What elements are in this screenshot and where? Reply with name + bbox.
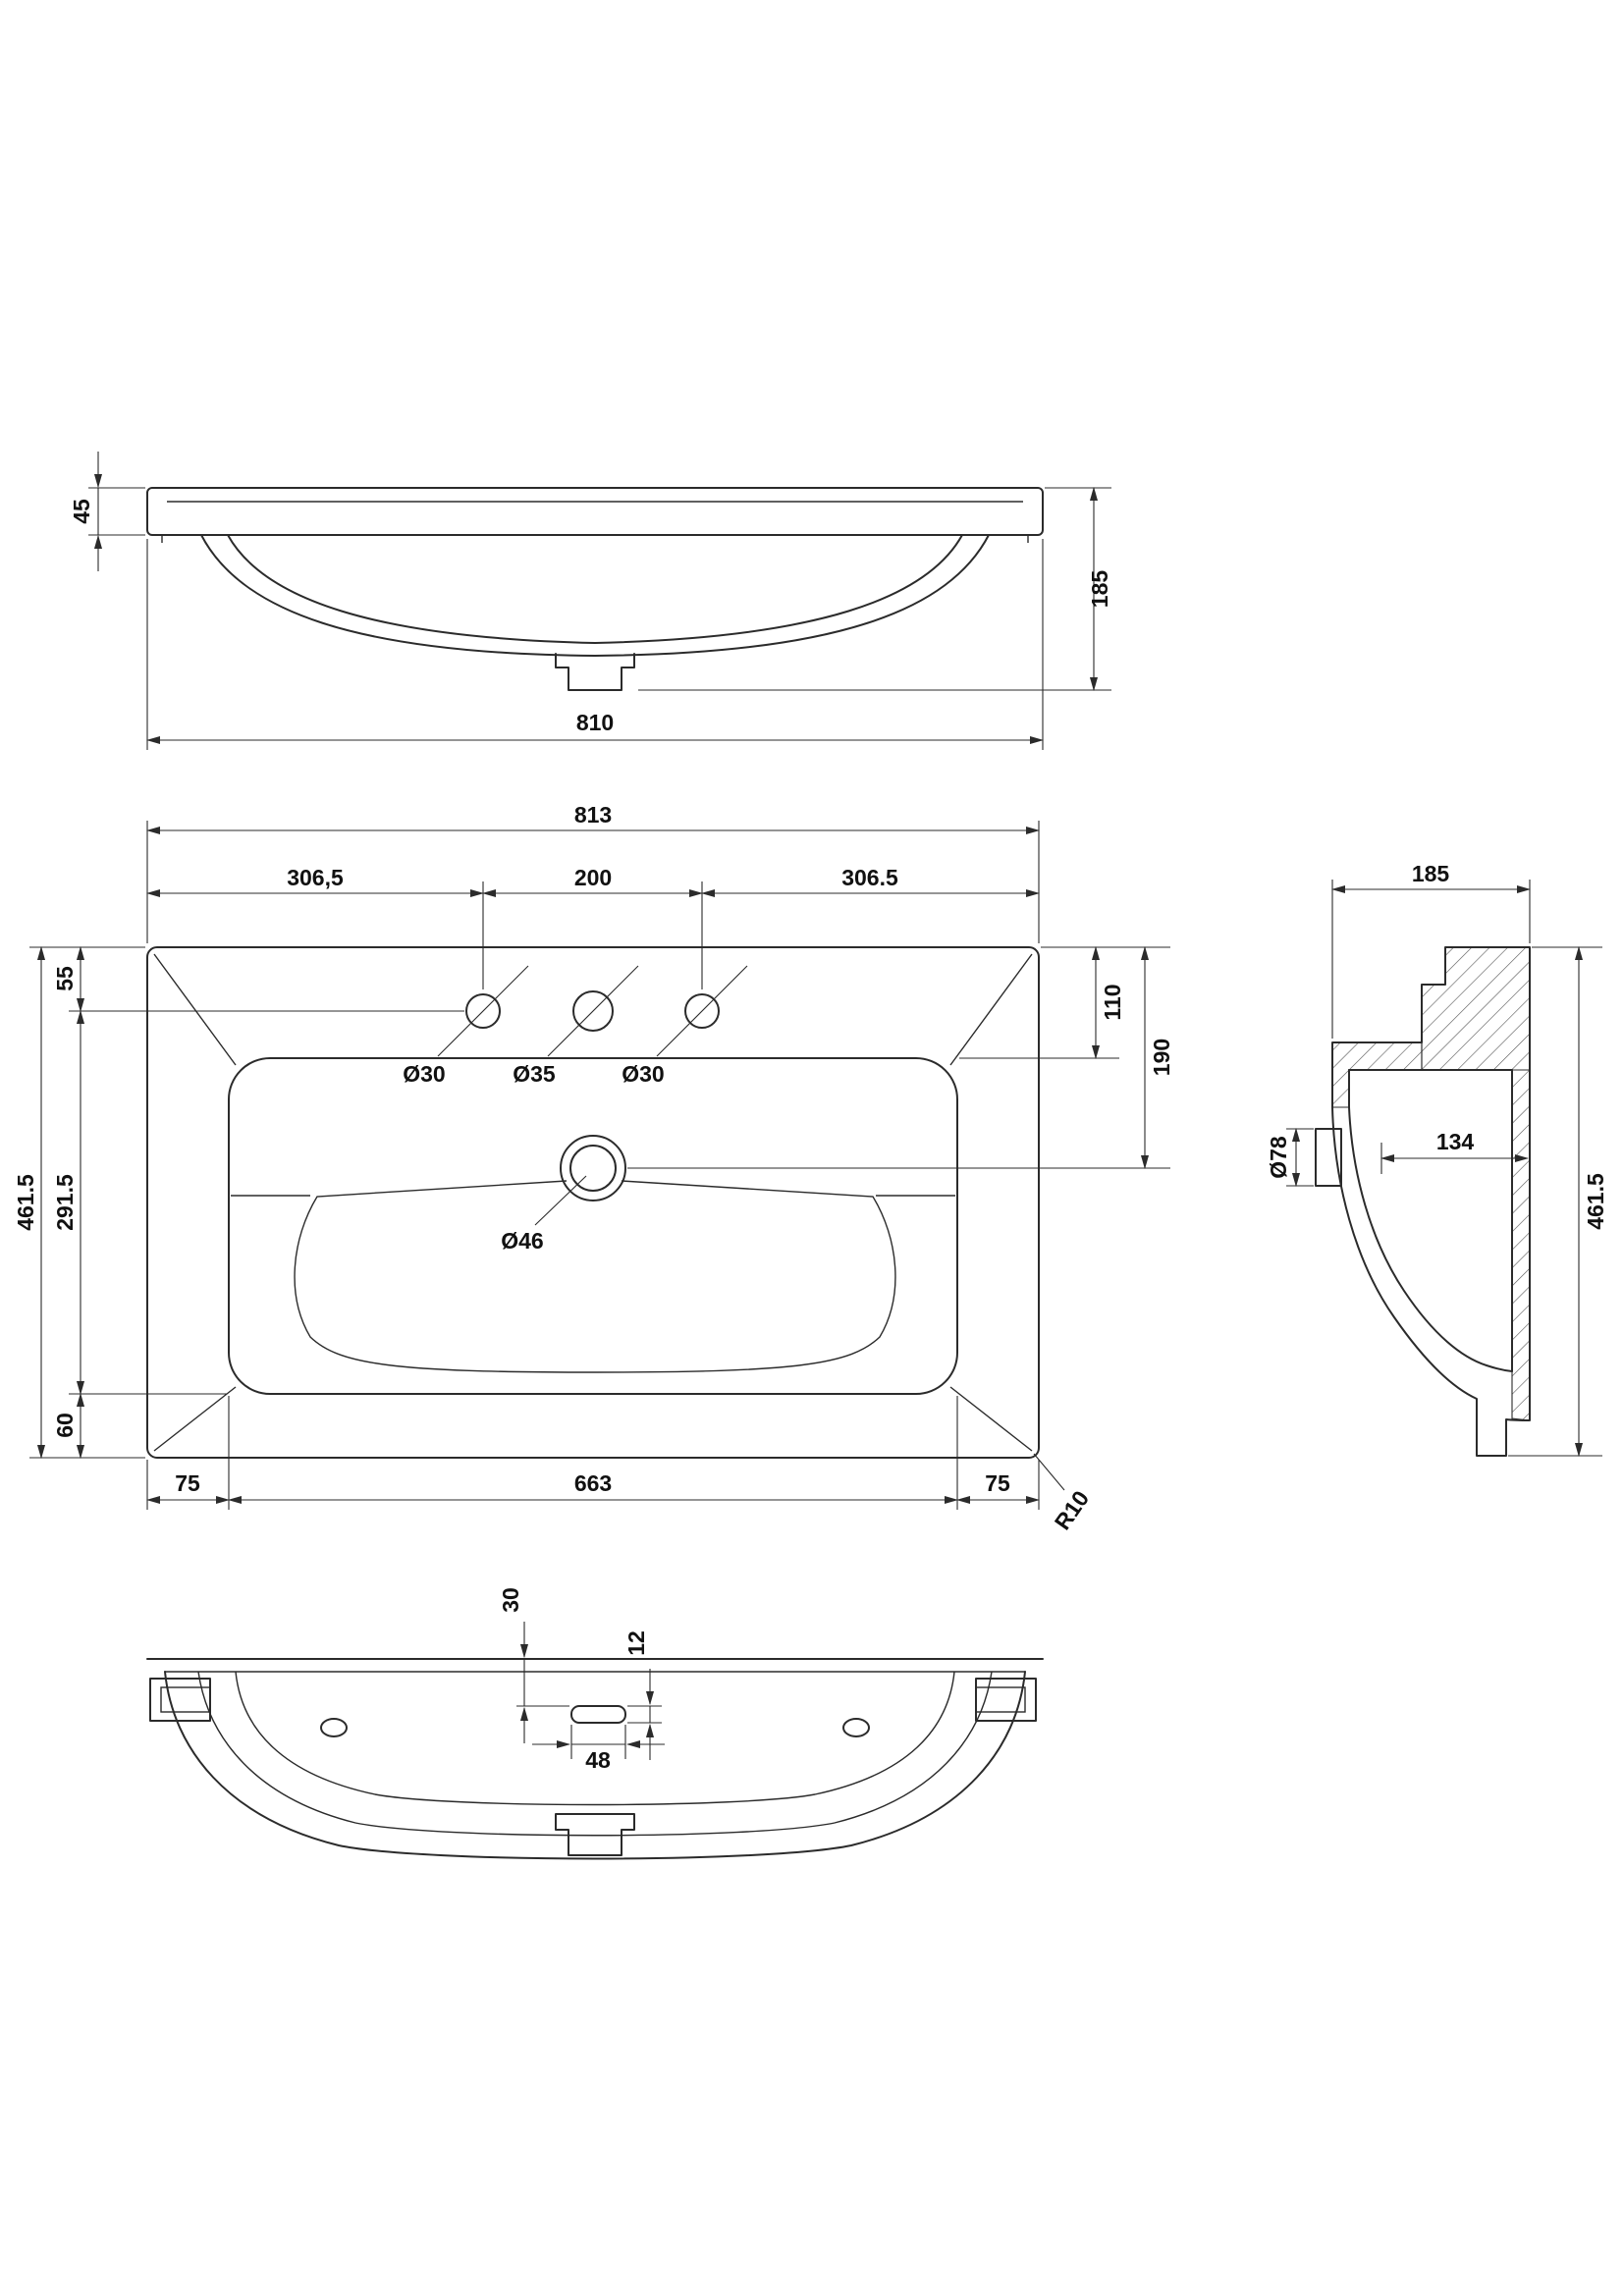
front-elevation-view: 45 185 810	[69, 452, 1112, 750]
dim-side-overall-height: 461.5	[1583, 1173, 1608, 1230]
dim-bottom-slot-width: 48	[585, 1747, 611, 1773]
dim-plan-overall-width: 813	[574, 802, 612, 828]
side-drain-stub	[1315, 1128, 1342, 1187]
front-rim-outline	[146, 487, 1044, 536]
front-bowl-inner-curve	[227, 534, 963, 644]
bottom-view: 30 12 48	[146, 1587, 1044, 1860]
dim-bottom-slot-height: 12	[623, 1630, 649, 1656]
plan-drain-inner	[569, 1145, 617, 1192]
dim-bottom-slot-offset: 30	[498, 1587, 523, 1613]
bottom-drain-trap	[555, 1813, 635, 1856]
bottom-mount-tab-left-inner	[160, 1686, 211, 1713]
bottom-overflow-slot	[570, 1705, 626, 1724]
dim-side-overall-depth: 185	[1412, 861, 1450, 886]
label-drain-hole: Ø46	[501, 1228, 543, 1254]
plan-corner-slope	[153, 953, 237, 1066]
dim-side-drain-diameter: Ø78	[1266, 1136, 1291, 1179]
plan-drain-outer	[560, 1135, 626, 1201]
label-tap-hole-left: Ø30	[403, 1061, 445, 1087]
side-hatch-back-wall	[1511, 1069, 1531, 1421]
side-hatch-back-block	[1421, 946, 1531, 1071]
label-tap-hole-right: Ø30	[622, 1061, 664, 1087]
bottom-fixing-hole-right	[842, 1718, 870, 1737]
front-bowl-outer-curve	[200, 534, 990, 657]
bottom-fixing-hole-left	[320, 1718, 348, 1737]
leader-line	[656, 965, 748, 1057]
dim-plan-tap-right-span: 306.5	[841, 865, 898, 890]
plan-corner-slope	[949, 953, 1033, 1066]
bottom-inner-shell	[197, 1671, 993, 1837]
leader-line	[534, 1175, 587, 1226]
leader-line	[547, 965, 639, 1057]
side-section-view: 185 Ø78 134 461.5	[1266, 861, 1608, 1458]
side-bowl-inner-profile	[1348, 1069, 1513, 1372]
dim-front-overall-height: 185	[1087, 570, 1112, 609]
dim-plan-edge-to-taps: 55	[52, 966, 78, 991]
dim-plan-tap-left-span: 306,5	[287, 865, 344, 890]
dim-plan-edge-to-bowl-top: 110	[1100, 984, 1125, 1020]
dim-front-overall-width: 810	[576, 710, 614, 735]
dim-plan-bowl-width: 663	[574, 1470, 612, 1496]
plan-bowl-opening	[228, 1057, 958, 1395]
dim-plan-right-margin: 75	[985, 1470, 1010, 1496]
dim-plan-bowl-to-edge: 60	[52, 1413, 78, 1438]
side-hatch-front-rim	[1331, 1041, 1423, 1108]
plan-tap-hole-left	[465, 993, 501, 1029]
dim-plan-edge-to-drain: 190	[1149, 1039, 1174, 1076]
bottom-bowl-outline	[235, 1671, 955, 1806]
plan-corner-slope	[949, 1386, 1033, 1452]
leader-line	[1033, 1453, 1065, 1491]
label-tap-hole-center: Ø35	[513, 1061, 556, 1087]
dim-plan-left-margin: 75	[175, 1470, 200, 1496]
plan-tap-hole-right	[684, 993, 720, 1029]
front-drain-trap	[555, 653, 635, 691]
dim-side-bowl-inner-depth: 134	[1436, 1129, 1475, 1154]
dim-plan-tap-center-span: 200	[574, 865, 612, 890]
plan-view: Ø30 Ø35 Ø30 Ø46 813 306,5 200 306.5 55 2…	[13, 802, 1174, 1534]
plan-outer-outline	[146, 946, 1040, 1459]
dim-plan-taps-to-bowl: 291.5	[52, 1174, 78, 1231]
plan-corner-slope	[153, 1386, 237, 1452]
dim-plan-overall-depth: 461.5	[13, 1174, 38, 1231]
plan-tap-hole-center	[572, 990, 614, 1032]
leader-line	[437, 965, 529, 1057]
plan-bowl-floor-outline	[294, 1180, 896, 1373]
bottom-mount-tab-right-inner	[975, 1686, 1026, 1713]
dim-front-rim-height: 45	[69, 499, 94, 524]
dim-plan-corner-radius: R10	[1050, 1486, 1095, 1534]
bottom-outer-shell	[164, 1671, 1026, 1860]
